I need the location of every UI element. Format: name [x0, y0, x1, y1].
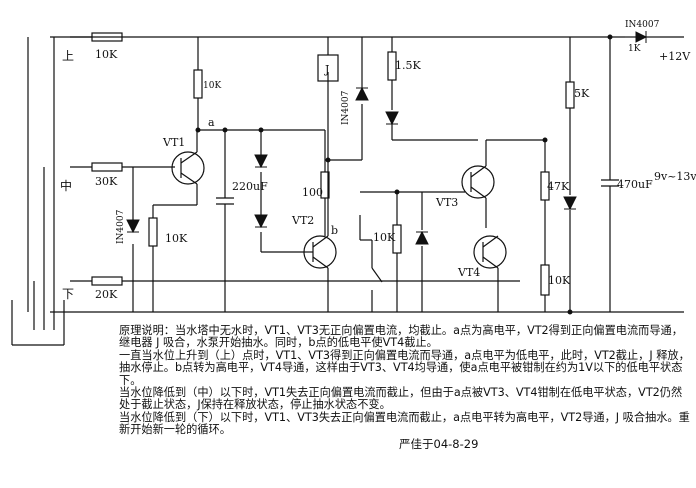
resistor-label-vt1-emitter: 10K	[165, 232, 188, 245]
node-label-a: a	[208, 116, 215, 129]
diode-label-relay: IN4007	[341, 90, 351, 125]
transistor-label-vt1: VT1	[162, 136, 185, 149]
description-paragraph: 当水位降低到（中）以下时，VT1失去正向偏置电流而截止，但由于a点被VT3、VT…	[119, 386, 683, 412]
resistor-label-vt1-collector: 10K	[203, 81, 221, 91]
resistor-label-100: 100	[302, 186, 323, 199]
power-label-range: 9v~13v	[654, 170, 696, 183]
author-signature: 严佳于04-8-29	[399, 437, 479, 451]
probe-label-bottom: 下	[62, 287, 74, 301]
resistor-label-top: 10K	[95, 48, 118, 61]
relay-label: J	[324, 63, 329, 76]
resistor-label-power: 1K	[628, 44, 641, 54]
resistor-label-b: 10K	[373, 231, 396, 244]
probe-label-middle: 中	[60, 178, 72, 193]
resistor-label-1-5k: 1.5K	[395, 59, 421, 72]
resistor-label-mid: 30K	[95, 175, 118, 188]
probe-label-top: 上	[62, 49, 74, 63]
power-label-plus: +12V	[659, 50, 691, 63]
transistor-label-vt3: VT3	[435, 196, 458, 209]
description-paragraph: 当水位降低到（下）以下时，VT1、VT3失去正向偏置电流而截止，a点电平转为高电…	[119, 410, 690, 437]
node-label-b: b	[331, 224, 338, 237]
resistor-label-47k: 47K	[547, 180, 570, 193]
diode-label-mid: IN4007	[116, 209, 126, 244]
capacitor-label-220: 220uF	[232, 180, 268, 193]
capacitor-label-470: 470uF	[617, 178, 653, 191]
resistor-label-5k: 5K	[574, 87, 590, 100]
transistor-label-vt2: VT2	[291, 214, 314, 227]
resistor-label-bottom: 20K	[95, 288, 118, 301]
description-text: 原理说明：当水塔中无水时，VT1、VT3无正向偏置电流，均截止。a点为高电平，V…	[119, 324, 691, 437]
description-paragraph: 一直当水位上升到（上）点时，VT1、VT3得到正向偏置电流而导通，a点电平为低电…	[119, 348, 690, 387]
resistor-label-vt4: 10K	[548, 274, 571, 287]
transistor-label-vt4: VT4	[457, 266, 480, 279]
description-paragraph: 原理说明：当水塔中无水时，VT1、VT3无正向偏置电流，均截止。a点为高电平，V…	[119, 324, 683, 350]
diode-label-power: IN4007	[625, 20, 660, 30]
